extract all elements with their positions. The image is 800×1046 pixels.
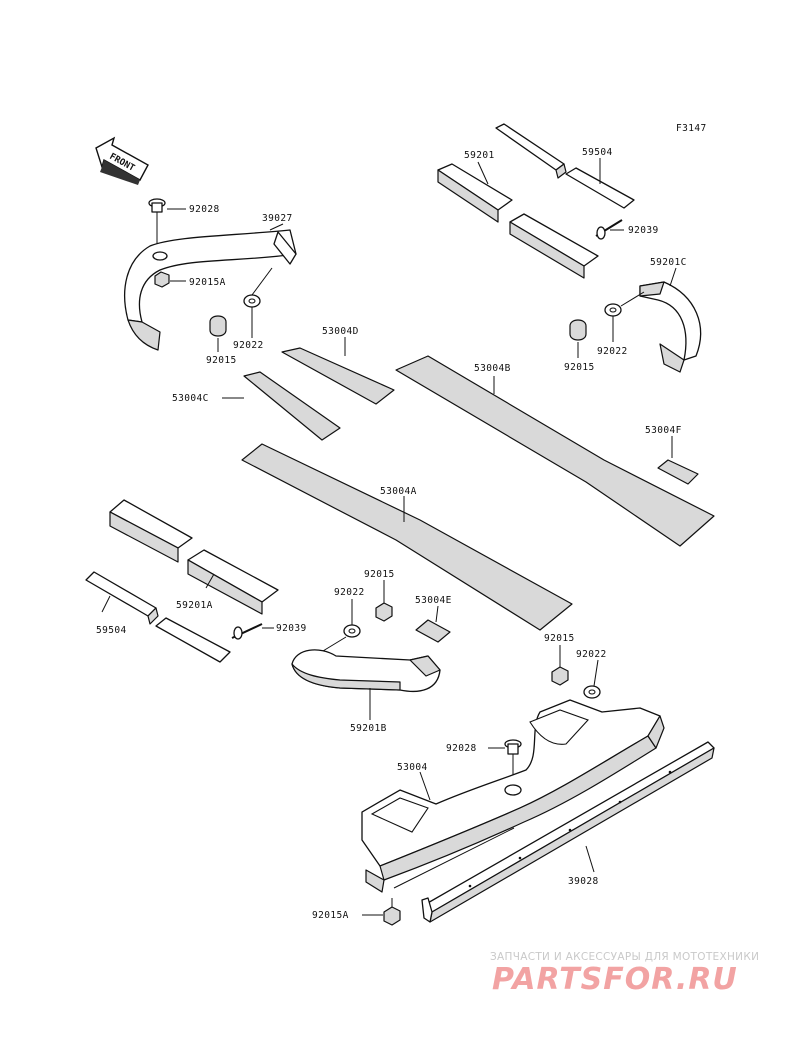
part-53004D (281, 337, 395, 405)
label-39027: 39027 (262, 213, 293, 224)
label-92015-right: 92015 (564, 362, 595, 373)
watermark-tagline: ЗАПЧАСТИ И АКСЕССУАРЫ ДЛЯ МОТОТЕХНИКИ (490, 951, 760, 963)
part-59201A (109, 499, 279, 615)
part-92028-top (148, 198, 186, 244)
part-92039-bottom (231, 623, 274, 640)
label-92028-top: 92028 (189, 204, 220, 215)
label-53004B: 53004B (474, 363, 511, 374)
part-92015-mid (375, 580, 393, 622)
part-59201 (437, 161, 599, 279)
part-53004 (361, 699, 665, 893)
front-arrow-icon: FRONT (95, 136, 149, 185)
label-92015A-top: 92015A (189, 277, 226, 288)
part-59201C (639, 267, 702, 373)
label-92039-top: 92039 (628, 225, 659, 236)
label-92015-left: 92015 (206, 355, 237, 366)
label-59201C: 59201C (650, 257, 687, 268)
part-39027 (124, 223, 297, 351)
label-92015-lower: 92015 (544, 633, 575, 644)
part-92015-left (209, 315, 227, 352)
part-39028 (421, 741, 715, 923)
label-53004D: 53004D (322, 326, 359, 337)
part-92022-left (243, 267, 273, 338)
label-92022-right: 92022 (597, 346, 628, 357)
label-92039-bottom: 92039 (276, 623, 307, 634)
part-92022-right (604, 291, 645, 342)
watermark-logo: PARTSFOR.RU (492, 962, 738, 997)
part-92022-mid (317, 599, 361, 655)
label-92015A-bottom: 92015A (312, 910, 349, 921)
label-59504-top: 59504 (582, 147, 613, 158)
part-92015-lower (551, 645, 569, 686)
label-53004A: 53004A (380, 486, 417, 497)
leader-line (393, 827, 515, 889)
part-92039-top (595, 219, 624, 240)
label-59201: 59201 (464, 150, 495, 161)
part-59504-top (495, 123, 635, 209)
label-92022-left: 92022 (233, 340, 264, 351)
label-92022-lower: 92022 (576, 649, 607, 660)
label-59504-bottom: 59504 (96, 625, 127, 636)
part-92015A-top (154, 271, 186, 288)
part-53004B (395, 355, 715, 547)
part-92028-lower (488, 739, 522, 786)
label-92028-lower: 92028 (446, 743, 477, 754)
part-53004A (241, 443, 573, 631)
label-53004C: 53004C (172, 393, 209, 404)
part-59201B (291, 649, 441, 720)
label-59201B: 59201B (350, 723, 387, 734)
part-92015-right (569, 319, 587, 358)
part-92015A-bottom (362, 906, 401, 926)
label-92022-mid: 92022 (334, 587, 365, 598)
label-39028: 39028 (568, 876, 599, 887)
figure-id: F3147 (676, 123, 707, 134)
label-53004E: 53004E (415, 595, 452, 606)
part-53004E (415, 605, 451, 643)
part-53004F (657, 436, 699, 485)
label-59201A: 59201A (176, 600, 213, 611)
label-53004: 53004 (397, 762, 428, 773)
label-92015-mid: 92015 (364, 569, 395, 580)
label-53004F: 53004F (645, 425, 682, 436)
part-92022-lower (583, 659, 601, 699)
part-59504-bottom (85, 571, 231, 663)
part-53004C (222, 371, 341, 441)
